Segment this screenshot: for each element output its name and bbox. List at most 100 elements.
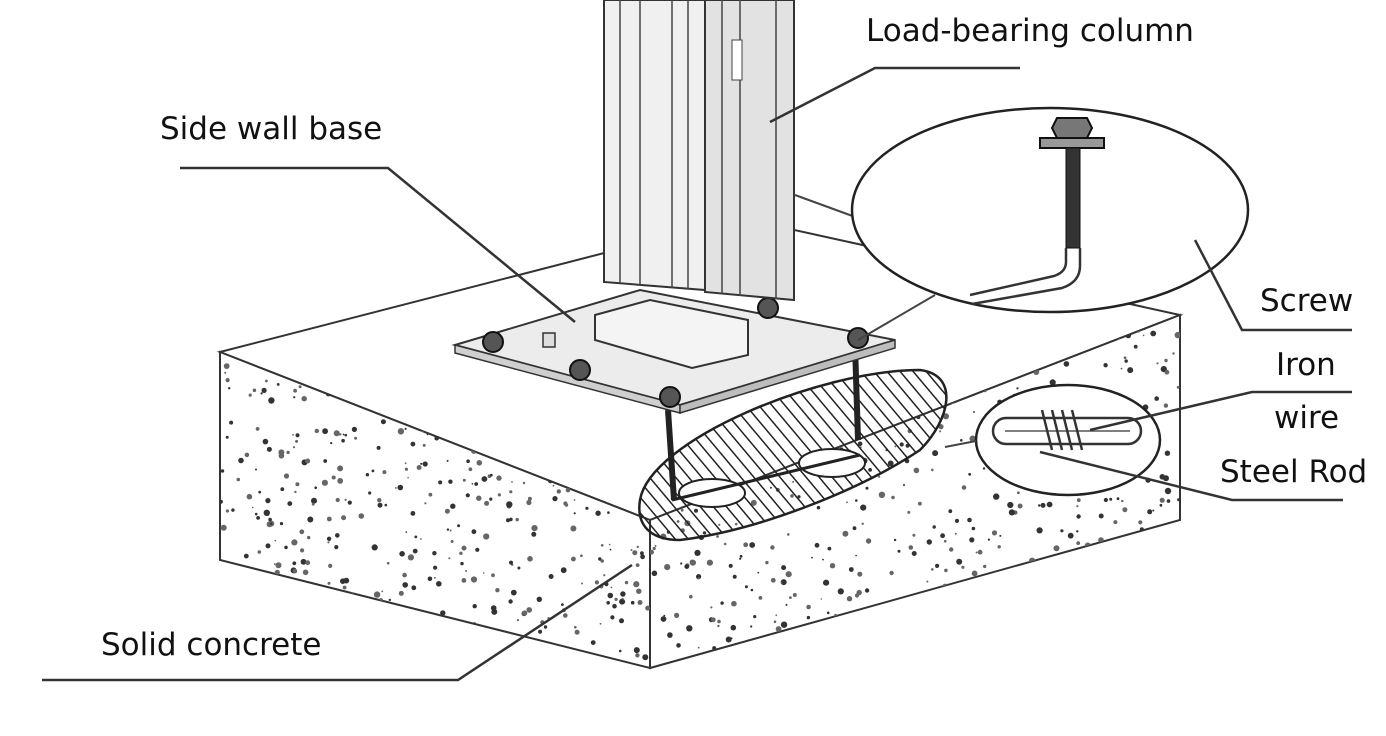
concrete-speckle xyxy=(408,654,414,660)
concrete-speckle xyxy=(428,652,432,655)
concrete-speckle xyxy=(422,461,428,467)
concrete-speckle xyxy=(224,371,227,374)
leader-load-bearing-column xyxy=(769,66,1020,124)
concrete-speckle xyxy=(595,510,601,516)
concrete-speckle xyxy=(489,497,493,501)
concrete-speckle xyxy=(931,468,934,472)
concrete-speckle xyxy=(325,652,332,659)
concrete-speckle xyxy=(253,597,257,601)
concrete-speckle xyxy=(462,478,466,482)
concrete-speckle xyxy=(342,585,347,590)
concrete-speckle xyxy=(556,489,561,494)
concrete-speckle xyxy=(489,473,493,477)
concrete-speckle xyxy=(506,633,510,637)
concrete-speckle xyxy=(1133,344,1138,349)
concrete-speckle xyxy=(650,549,654,555)
concrete-speckle xyxy=(275,562,282,569)
concrete-speckle xyxy=(404,625,411,631)
concrete-speckle xyxy=(739,557,742,560)
concrete-speckle xyxy=(220,469,225,473)
concrete-speckle xyxy=(429,631,432,635)
concrete-speckle xyxy=(999,534,1002,537)
concrete-speckle xyxy=(293,396,296,399)
concrete-speckle xyxy=(459,551,463,555)
concrete-speckle xyxy=(1151,618,1153,621)
concrete-speckle xyxy=(717,624,720,628)
leader-steel-rod xyxy=(1039,450,1343,502)
concrete-speckle xyxy=(434,577,436,579)
concrete-speckle xyxy=(509,490,513,494)
concrete-speckle xyxy=(506,501,513,508)
concrete-speckle xyxy=(279,522,284,526)
concrete-speckle xyxy=(306,598,313,604)
concrete-speckle xyxy=(1117,557,1122,563)
concrete-speckle xyxy=(598,557,602,561)
concrete-speckle xyxy=(531,531,537,537)
concrete-speckle xyxy=(461,545,467,551)
concrete-speckle xyxy=(860,504,867,511)
bolt-thread xyxy=(1065,147,1081,249)
concrete-speckle xyxy=(1164,450,1171,456)
concrete-speckle xyxy=(635,563,640,567)
concrete-speckle xyxy=(716,535,719,538)
concrete-speckle xyxy=(274,539,277,542)
concrete-speckle xyxy=(939,646,944,651)
concrete-speckle xyxy=(932,450,939,457)
concrete-speckle xyxy=(326,536,332,541)
concrete-speckle xyxy=(536,596,542,602)
concrete-speckle xyxy=(495,588,500,593)
concrete-speckle xyxy=(496,475,502,481)
concrete-speckle xyxy=(926,664,933,668)
concrete-speckle xyxy=(1102,633,1104,636)
concrete-speckle xyxy=(725,636,732,643)
concrete-speckle xyxy=(522,481,526,485)
concrete-speckle xyxy=(758,596,763,600)
concrete-speckle xyxy=(402,582,409,588)
concrete-speckle xyxy=(1153,542,1158,547)
concrete-speckle xyxy=(563,613,568,618)
concrete-speckle xyxy=(922,655,929,661)
concrete-speckle xyxy=(680,562,683,565)
concrete-speckle xyxy=(1095,574,1098,577)
bolt-icon xyxy=(757,297,779,319)
concrete-speckle xyxy=(301,396,307,402)
concrete-speckle xyxy=(1136,594,1143,601)
concrete-speckle xyxy=(411,630,414,634)
concrete-speckle xyxy=(652,546,656,551)
concrete-speckle xyxy=(982,648,988,654)
concrete-speckle xyxy=(664,564,671,571)
concrete-speckle xyxy=(231,508,235,512)
concrete-speckle xyxy=(903,651,908,655)
concrete-speckle xyxy=(276,383,280,386)
concrete-speckle xyxy=(780,582,783,584)
concrete-speckle xyxy=(516,619,520,622)
concrete-speckle xyxy=(270,522,273,525)
concrete-speckle xyxy=(1049,379,1056,386)
concrete-speckle xyxy=(1063,361,1070,367)
concrete-speckle xyxy=(341,609,347,615)
concrete-speckle xyxy=(606,601,610,605)
concrete-speckle xyxy=(1047,634,1053,639)
concrete-speckle xyxy=(954,532,957,535)
concrete-speckle xyxy=(538,629,543,634)
concrete-speckle xyxy=(1105,605,1109,609)
concrete-speckle xyxy=(287,501,293,506)
concrete-speckle xyxy=(966,638,973,645)
concrete-speckle xyxy=(470,576,478,583)
concrete-speckle xyxy=(757,571,760,574)
concrete-speckle xyxy=(932,525,936,529)
concrete-speckle xyxy=(775,626,782,632)
concrete-speckle xyxy=(1076,530,1079,533)
concrete-speckle xyxy=(543,625,548,629)
concrete-speckle xyxy=(1174,331,1180,339)
concrete-speckle xyxy=(371,469,375,473)
concrete-speckle xyxy=(340,598,346,604)
concrete-speckle xyxy=(1166,499,1171,503)
concrete-speckle xyxy=(1098,582,1103,587)
concrete-speckle xyxy=(926,580,929,583)
concrete-speckle xyxy=(428,492,433,497)
concrete-speckle xyxy=(255,468,257,471)
concrete-speckle xyxy=(483,533,490,540)
concrete-speckle xyxy=(300,558,307,565)
concrete-speckle xyxy=(939,430,942,433)
